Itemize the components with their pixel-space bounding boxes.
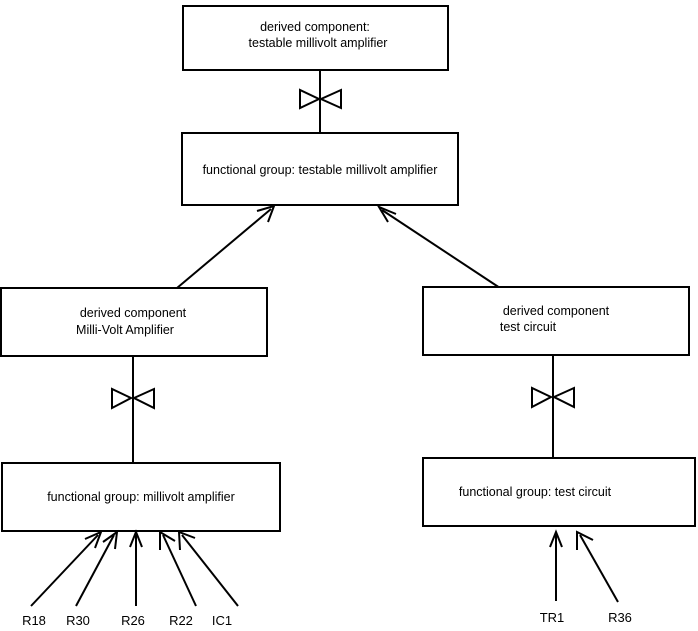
arrow-left-derived-to-top-functional-shaft: [176, 208, 272, 289]
left-functional-group-label: functional group: millivolt amplifier: [47, 490, 235, 504]
leaf-label-r36: R36: [608, 610, 632, 625]
leaf-arrow-r18-shaft: [30, 534, 99, 607]
leaf-arrow-r22-head: [159, 530, 176, 550]
leaf-label-r30: R30: [66, 613, 90, 628]
bowtie-connector-top-left-triangle: [299, 88, 322, 110]
bowtie-connector-right-left-triangle: [531, 386, 554, 409]
leaf-label-ic1: IC1: [212, 613, 232, 628]
leaf-label-r22: R22: [169, 613, 193, 628]
bowtie-connector-top-right-triangle: [318, 88, 342, 110]
leaf-label-r26: R26: [121, 613, 145, 628]
right-functional-group-label: functional group: test circuit: [459, 485, 612, 499]
leaf-arrow-r36[interactable]: [576, 530, 619, 603]
right-derived-component-line1: derived component: [503, 304, 610, 318]
node-right-functional-group[interactable]: functional group: test circuit: [422, 457, 696, 527]
bowtie-connector-right[interactable]: [531, 355, 575, 458]
leaf-label-r18: R18: [22, 613, 46, 628]
leaf-arrow-ic1[interactable]: [177, 530, 239, 607]
bowtie-connector-right-right-triangle: [551, 386, 575, 409]
left-derived-component-box[interactable]: [0, 287, 268, 357]
leaf-arrow-r18-head: [84, 530, 103, 549]
bowtie-connector-left-left-triangle: [111, 387, 134, 410]
bowtie-connector-top[interactable]: [299, 70, 342, 133]
leaf-arrow-r26-head: [129, 529, 143, 548]
node-right-derived-component[interactable]: derived component test circuit: [422, 286, 690, 356]
leaf-arrow-r18[interactable]: [30, 530, 103, 607]
right-derived-component-line2: test circuit: [500, 320, 557, 334]
leaf-arrow-ic1-shaft: [181, 534, 239, 607]
leaf-arrow-r36-head: [576, 530, 594, 550]
leaf-arrow-r30[interactable]: [75, 529, 119, 607]
top-derived-component-line1: derived component:: [260, 20, 370, 34]
node-top-functional-group[interactable]: functional group: testable millivolt amp…: [181, 132, 459, 206]
leaf-arrow-r36-shaft: [579, 534, 619, 603]
bowtie-connector-left-right-triangle: [131, 387, 155, 410]
leaf-arrow-r30-head: [102, 529, 119, 550]
node-left-functional-group[interactable]: functional group: millivolt amplifier: [1, 462, 281, 532]
leaf-arrow-tr1-head: [549, 529, 563, 548]
top-derived-component-box[interactable]: [182, 5, 449, 71]
node-top-derived-component[interactable]: derived component: testable millivolt am…: [182, 5, 449, 71]
top-derived-component-line2: testable millivolt amplifier: [249, 36, 388, 50]
leaf-arrow-r22-shaft: [162, 534, 197, 607]
arrow-right-derived-to-top-functional[interactable]: [376, 204, 501, 289]
right-functional-group-box[interactable]: [422, 457, 696, 527]
arrow-right-derived-to-top-functional-head: [376, 204, 397, 223]
left-derived-component-line2: Milli-Volt Amplifier: [76, 323, 174, 337]
bowtie-connector-left[interactable]: [111, 356, 155, 463]
arrow-left-derived-to-top-functional[interactable]: [176, 204, 276, 289]
left-functional-group-box[interactable]: [1, 462, 281, 532]
arrow-right-derived-to-top-functional-shaft: [381, 209, 501, 289]
leaf-label-tr1: TR1: [540, 610, 565, 625]
top-functional-group-box[interactable]: [181, 132, 459, 206]
right-derived-component-box[interactable]: [422, 286, 690, 356]
leaf-arrow-r30-shaft: [75, 534, 115, 607]
arrow-left-derived-to-top-functional-head: [256, 204, 276, 223]
leaf-arrow-r26[interactable]: [129, 529, 143, 606]
top-functional-group-label: functional group: testable millivolt amp…: [203, 163, 438, 177]
leaf-arrow-tr1[interactable]: [549, 529, 563, 601]
leaf-arrow-ic1-head: [177, 530, 196, 551]
left-derived-component-line1: derived component: [80, 306, 187, 320]
leaf-arrow-r22[interactable]: [159, 530, 197, 607]
node-left-derived-component[interactable]: derived component Milli-Volt Amplifier: [0, 287, 268, 357]
